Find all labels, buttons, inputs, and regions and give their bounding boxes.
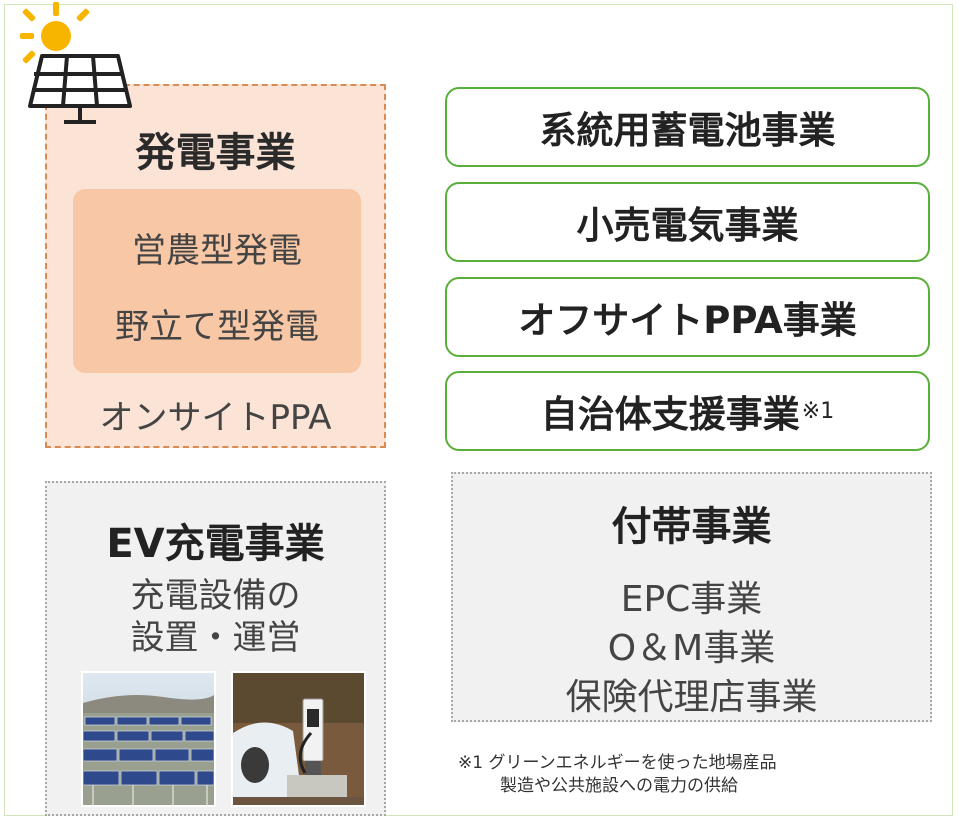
power-generation-box: 発電事業 営農型発電 野立て型発電 オンサイトPPA [45, 84, 386, 448]
agrivoltaic-generation: 営農型発電 [132, 231, 302, 271]
insurance-agency-business: 保険代理店事業 [565, 677, 818, 718]
sun-icon [20, 2, 90, 64]
retail-electricity-label: 小売電気事業 [576, 204, 799, 247]
ev-charging-box: EV充電事業 充電設備の 設置・運営 [45, 481, 386, 816]
footnote-line2: 製造や公共施設への電力の供給 [500, 776, 738, 796]
power-generation-title: 発電事業 [135, 130, 296, 176]
grid-battery-business: 系統用蓄電池事業 [445, 87, 930, 167]
solar-farm-photo [81, 671, 216, 807]
footnote: ※1 グリーンエネルギーを使った地場産品 製造や公共施設への電力の供給 [458, 752, 777, 798]
footnote-line1: ※1 グリーンエネルギーを使った地場産品 [458, 753, 777, 773]
solar-panel-icon [28, 54, 132, 124]
municipal-support-label: 自治体支援事業 [540, 393, 800, 436]
ground-mounted-generation: 野立て型発電 [115, 307, 319, 347]
ev-description-line1: 充電設備の [130, 576, 301, 616]
epc-business: EPC事業 [620, 579, 763, 620]
onsite-ppa-label: オンサイトPPA [99, 398, 332, 438]
generation-types-box: 営農型発電 野立て型発電 [73, 189, 361, 373]
offsite-ppa-label: オフサイトPPA事業 [518, 299, 857, 342]
ancillary-business-box: 付帯事業 EPC事業 O＆M事業 保険代理店事業 [451, 472, 932, 722]
ev-description-line2: 設置・運営 [130, 618, 301, 658]
om-business: O＆M事業 [607, 628, 776, 669]
offsite-ppa-business: オフサイトPPA事業 [445, 277, 930, 357]
ev-charger-photo [231, 671, 366, 807]
footnote-marker: ※1 [801, 398, 835, 424]
retail-electricity-business: 小売電気事業 [445, 182, 930, 262]
outer-frame [4, 4, 953, 816]
ev-charging-title: EV充電事業 [106, 521, 325, 567]
solar-icon-group [14, 0, 134, 135]
ancillary-business-title: 付帯事業 [611, 504, 772, 550]
grid-battery-label: 系統用蓄電池事業 [539, 109, 836, 152]
municipal-support-business: 自治体支援事業※1 [445, 371, 930, 451]
